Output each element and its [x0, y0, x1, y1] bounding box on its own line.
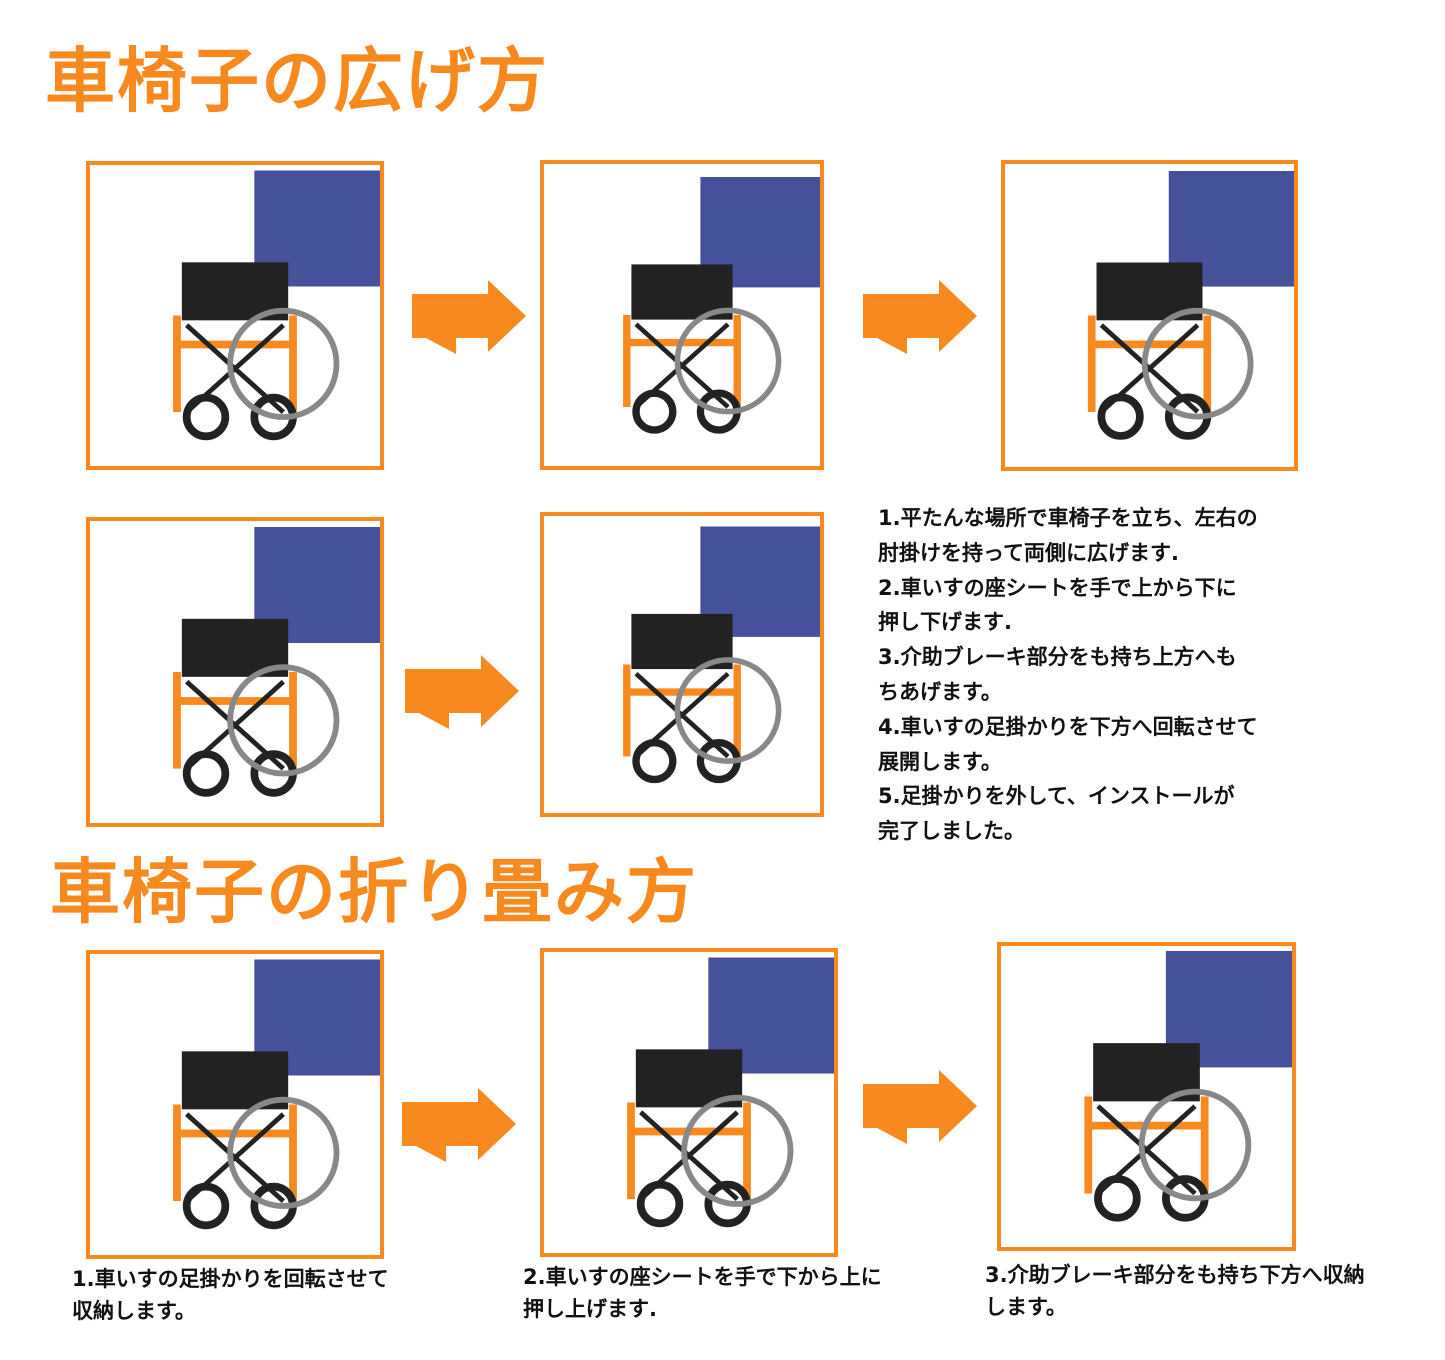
fold-caption-3: 3.介助ブレーキ部分をも持ち下方へ収納 します。	[985, 1259, 1365, 1323]
unfold-steps: 1.平たんな場所で車椅子を立ち、左右の 肘掛けを持って両側に広げます. 2.車い…	[878, 501, 1258, 849]
step-line: 展開します。	[878, 749, 1002, 774]
photo-unfold-step-1	[86, 161, 384, 470]
photo-unfold-step-5	[540, 512, 824, 817]
step-line: 押し下げます.	[878, 610, 1012, 635]
arrow-right-icon	[405, 655, 519, 729]
step-line: 完了しました。	[878, 819, 1025, 844]
wheelchair-photo	[1084, 951, 1292, 1222]
step-line: ちあげます。	[878, 679, 1002, 704]
caption-line: 収納します。	[72, 1299, 196, 1323]
arrow-right-icon	[412, 280, 526, 354]
arrow-right-icon	[402, 1088, 516, 1162]
step-line: 3.介助ブレーキ部分をも持ち上方へも	[878, 645, 1237, 670]
photo-fold-step-2	[540, 948, 838, 1257]
step-line: 5.足掛かりを外して、インストールが	[878, 784, 1235, 809]
arrow-right-icon	[863, 1070, 977, 1144]
photo-unfold-step-2	[540, 160, 824, 470]
wheelchair-photo	[623, 526, 820, 784]
step-line: 肘掛けを持って両側に広げます.	[878, 540, 1179, 565]
step-line: 2.車いすの座シートを手で上から下に	[878, 575, 1237, 600]
step-line: 4.車いすの足掛かりを下方へ回転させて	[878, 714, 1258, 739]
wheelchair-photo	[623, 177, 820, 434]
caption-line: 3.介助ブレーキ部分をも持ち下方へ収納	[985, 1263, 1365, 1287]
fold-caption-2: 2.車いすの座シートを手で下から上に 押し上げます.	[523, 1261, 882, 1325]
caption-line: 2.車いすの座シートを手で下から上に	[523, 1265, 882, 1289]
arrow-right-icon	[863, 280, 977, 354]
wheelchair-photo	[173, 170, 380, 441]
caption-line: 押し上げます.	[523, 1297, 657, 1321]
wheelchair-photo	[173, 959, 380, 1230]
photo-fold-step-1	[86, 950, 384, 1259]
caption-line: 1.車いすの足掛かりを回転させて	[72, 1267, 389, 1291]
step-line: 1.平たんな場所で車椅子を立ち、左右の	[878, 506, 1258, 530]
wheelchair-photo	[173, 527, 380, 797]
wheelchair-photo	[1087, 171, 1294, 440]
fold-caption-1: 1.車いすの足掛かりを回転させて 収納します。	[72, 1263, 389, 1327]
fold-title: 車椅子の折り畳み方	[50, 851, 698, 933]
photo-unfold-step-4	[86, 517, 384, 827]
caption-line: します。	[985, 1295, 1067, 1319]
photo-unfold-step-3	[1001, 160, 1298, 471]
wheelchair-photo	[627, 957, 834, 1228]
photo-fold-step-3	[997, 942, 1296, 1251]
unfold-title: 車椅子の広げ方	[45, 40, 549, 122]
